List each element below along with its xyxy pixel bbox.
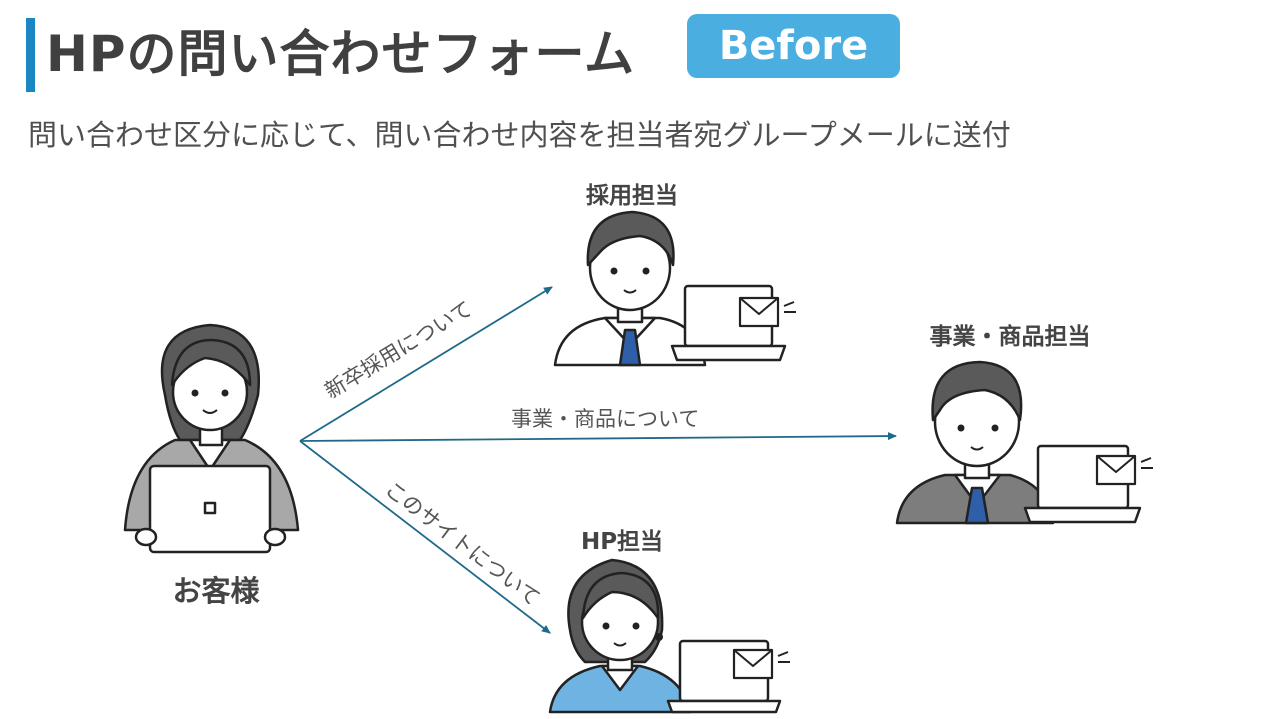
node-label-business: 事業・商品担当: [929, 324, 1091, 350]
arrow-to-recruit: [299, 286, 553, 442]
page-subtitle: 問い合わせ区分に応じて、問い合わせ内容を担当者宛グループメールに送付: [28, 118, 1011, 152]
customer-illustration: [123, 323, 300, 554]
edge-label-business: 事業・商品について: [511, 407, 700, 431]
business-illustration: [895, 360, 1153, 525]
arrow-to-business: [299, 432, 897, 442]
arrow-to-hp: [299, 440, 551, 634]
hp-illustration: [548, 558, 790, 714]
before-badge: Before: [687, 14, 900, 78]
node-label-customer: お客様: [172, 574, 260, 608]
title-accent-bar: [26, 18, 35, 92]
node-label-recruit: 採用担当: [586, 183, 678, 209]
node-label-hp: HP担当: [580, 529, 664, 555]
page-title: HPの問い合わせフォーム: [46, 25, 635, 83]
recruit-illustration: [553, 210, 796, 367]
